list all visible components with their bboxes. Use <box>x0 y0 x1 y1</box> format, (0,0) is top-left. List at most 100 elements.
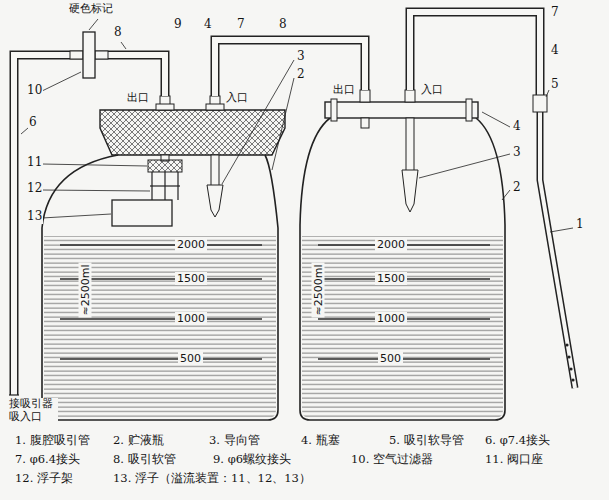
callout-number: 9 <box>173 18 183 32</box>
air-filter <box>83 32 95 78</box>
parts-list-item: 9. φ6螺纹接头 <box>212 453 292 466</box>
leader-line <box>419 154 510 178</box>
outlet-nut <box>156 104 174 110</box>
suction-tubing <box>14 55 165 395</box>
suction-tubing <box>14 12 575 395</box>
callout-number: 7 <box>236 18 246 32</box>
inlet-nut <box>206 104 224 110</box>
scale-tick <box>60 245 262 359</box>
scale-number: 2000 <box>375 238 407 251</box>
callout-number: 2 <box>512 181 522 195</box>
storage-bottle: 200015001000500≈2500ml <box>40 96 282 420</box>
plate-bolt <box>466 99 472 121</box>
leader-line <box>482 112 510 127</box>
suction-tubing <box>540 112 575 388</box>
part-label: 出口 <box>332 84 356 97</box>
suction-tubing <box>540 112 575 388</box>
parts-list-item: 13. 浮子（溢流装置：11、12、13） <box>112 472 312 485</box>
callout-number: 5 <box>550 78 560 92</box>
air-filter <box>70 32 108 78</box>
callout-number: 4 <box>550 44 560 58</box>
parts-list-item: 6. φ7.4接头 <box>484 434 551 447</box>
drain-holes <box>565 343 574 381</box>
callout-number: 11 <box>26 156 43 170</box>
parts-list-item: 11. 阀口座 <box>484 453 544 466</box>
parts-list-item: 12. 浮子架 <box>14 472 74 485</box>
callout-number: 7 <box>550 6 560 20</box>
float <box>112 200 172 226</box>
callout-number: 3 <box>296 50 306 64</box>
valve-seat <box>148 160 182 172</box>
leader-line <box>42 190 150 191</box>
part-label: 接吸引器 吸入口 <box>8 398 58 423</box>
suction-tubing <box>410 12 540 95</box>
leader-line <box>21 128 28 134</box>
air-filter <box>95 51 108 59</box>
connecting-tube <box>215 40 365 96</box>
float-holder <box>150 172 180 200</box>
drain-holes <box>569 367 572 370</box>
scale-tick <box>60 358 262 360</box>
right-bottle-drawing <box>300 90 505 420</box>
scale-number: 2000 <box>175 238 207 251</box>
outlet-stem <box>361 118 369 128</box>
tube-end <box>9 394 19 395</box>
capacity-label: ≈2500ml <box>79 263 92 318</box>
scale-tick <box>60 318 262 320</box>
callout-number: 10 <box>26 84 43 98</box>
callout-number: 8 <box>278 18 288 32</box>
leader-line <box>42 214 111 218</box>
scale-number: 500 <box>378 352 403 365</box>
leader-line <box>89 19 98 30</box>
storage-bottle: 200015001000500≈2500ml <box>298 90 508 420</box>
callout-number: 4 <box>512 120 522 134</box>
parts-list-item: 3. 导向管 <box>208 434 261 447</box>
part-label: 出口 <box>126 92 150 105</box>
liquid-hatching <box>302 236 503 418</box>
callout-number: 12 <box>26 182 43 196</box>
liquid-hatching <box>44 236 276 418</box>
plate-bolt <box>331 99 337 121</box>
leader-line <box>272 78 294 170</box>
suction-tubing <box>410 12 540 95</box>
guide-nozzle <box>207 185 223 217</box>
connecting-tube <box>215 40 365 96</box>
drain-holes <box>565 343 568 346</box>
outlet-fitting <box>360 90 370 102</box>
leader-line <box>21 19 573 232</box>
air-filter <box>70 51 83 59</box>
scale-tick <box>318 358 490 360</box>
leader-line <box>42 72 81 91</box>
scale-tick <box>318 245 490 359</box>
drain-holes <box>571 378 574 381</box>
callout-number: 4 <box>203 18 213 32</box>
scale-number: 1000 <box>175 312 207 325</box>
inlet-fitting <box>405 90 415 102</box>
parts-list-item: 4. 瓶塞 <box>300 434 341 447</box>
parts-list-item: 8. 吸引软管 <box>112 453 177 466</box>
drain-holes <box>567 355 570 358</box>
scale-number: 1000 <box>375 312 407 325</box>
guide-tube <box>211 155 219 187</box>
scale-tick <box>60 244 262 246</box>
scale-number: 500 <box>178 352 203 365</box>
callout-number: 1 <box>575 218 585 232</box>
callout-number: 13 <box>26 210 43 224</box>
leader-line <box>550 228 573 232</box>
scale-number: 1500 <box>375 272 407 285</box>
callout-number: 8 <box>113 26 123 40</box>
suction-tubing <box>14 55 165 395</box>
parts-list-item: 1. 腹腔吸引管 <box>14 434 91 447</box>
part-label: 硬色标记 <box>68 3 114 16</box>
callout-number: 3 <box>512 146 522 160</box>
guide-nozzle <box>402 170 418 212</box>
stopper-plate <box>325 102 478 118</box>
leader-line <box>222 60 294 184</box>
callout-number: 2 <box>296 68 306 82</box>
parts-list-item: 7. φ6.4接头 <box>14 453 81 466</box>
bottle-outline <box>42 155 278 420</box>
connecting-tube <box>215 40 365 96</box>
parts-list-item: 5. 吸引软导管 <box>388 434 465 447</box>
part-label: 入口 <box>225 92 249 105</box>
part-label: 入口 <box>420 84 444 97</box>
